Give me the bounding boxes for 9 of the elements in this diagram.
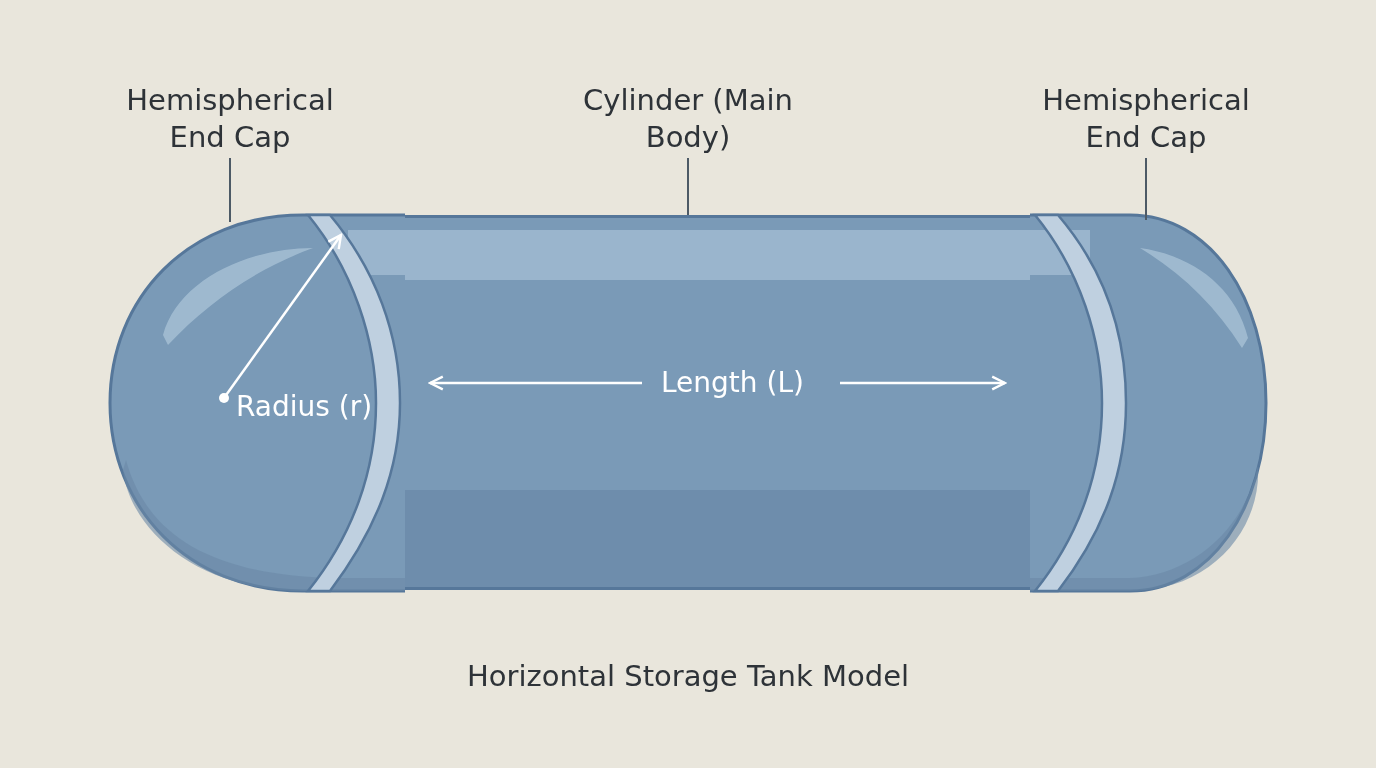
dimension-label: Radius (r) [236,390,373,423]
leader-line [1145,157,1147,221]
part-label: Cylinder (Main Body) [578,82,798,156]
dimension-label: Length (L) [661,366,804,399]
part-label: Hemispherical End Cap [110,82,350,156]
leader-line [229,157,231,223]
caption: Horizontal Storage Tank Model [465,658,911,695]
part-label: Hemispherical End Cap [1026,82,1266,156]
leader-line [687,157,689,216]
